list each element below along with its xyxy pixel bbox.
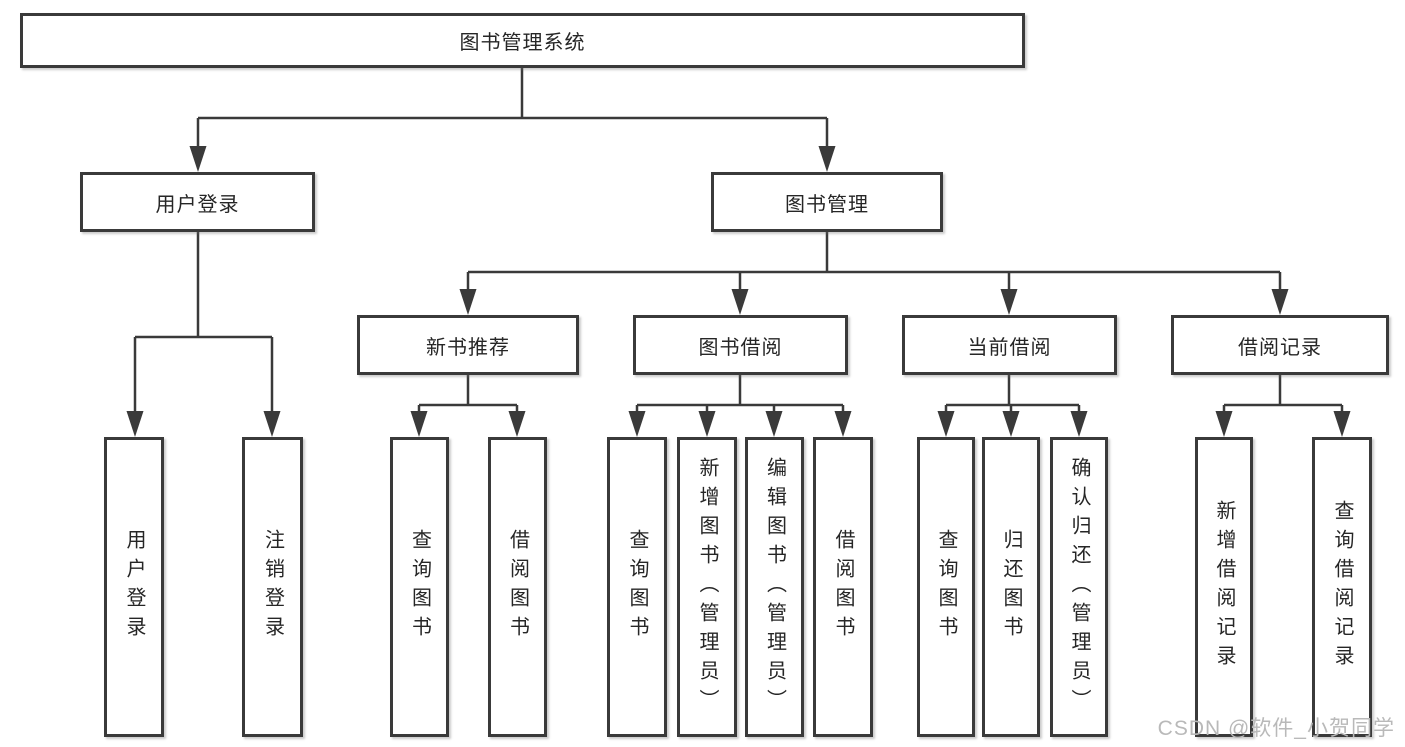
node-new-book-recommend-label: 新书推荐 [426, 336, 510, 359]
connector-new-book-recommend [417, 375, 519, 414]
connector-lines [133, 68, 1344, 414]
node-leaf-bb-add-books-admin-label: 新增图书（管理员） [696, 456, 718, 718]
node-leaf-cb-query-books: 查询图书 [917, 437, 975, 737]
node-book-management-label: 图书管理 [785, 193, 869, 216]
arrowhead-icon [459, 289, 477, 315]
connector-book-borrow [635, 375, 845, 414]
node-leaf-bb-edit-books-admin: 编辑图书（管理员） [745, 437, 804, 737]
arrowhead-icon [1070, 411, 1088, 437]
arrowhead-icon [834, 411, 852, 437]
node-leaf-bb-query-books: 查询图书 [607, 437, 667, 737]
arrowhead-icon [189, 146, 207, 172]
node-leaf-cb-confirm-return-admin: 确认归还（管理员） [1050, 437, 1108, 737]
node-leaf-nbr-borrow-books-label: 借阅图书 [506, 529, 529, 645]
node-book-borrow-label: 图书借阅 [698, 336, 783, 359]
arrowhead-icon [818, 146, 836, 172]
connector-borrow-records [1222, 375, 1344, 414]
node-leaf-logout-label: 注销登录 [261, 529, 284, 645]
connector-current-borrow [944, 375, 1081, 414]
node-leaf-nbr-query-books: 查询图书 [390, 437, 449, 737]
arrowhead-icon [410, 411, 428, 437]
node-leaf-user-login: 用户登录 [104, 437, 164, 737]
node-leaf-logout: 注销登录 [242, 437, 303, 737]
node-borrow-records: 借阅记录 [1171, 315, 1389, 375]
node-leaf-cb-return-books: 归还图书 [982, 437, 1040, 737]
csdn-watermark: CSDN @软件_小贺同学 [1157, 717, 1395, 740]
node-book-borrow: 图书借阅 [633, 315, 848, 375]
node-leaf-bb-add-books-admin: 新增图书（管理员） [677, 437, 737, 737]
node-leaf-user-login-label: 用户登录 [123, 529, 145, 645]
arrowhead-icon [731, 289, 749, 315]
node-leaf-bb-borrow-books: 借阅图书 [813, 437, 873, 737]
node-leaf-cb-query-books-label: 查询图书 [935, 529, 957, 645]
node-leaf-br-add-record-label: 新增借阅记录 [1213, 500, 1235, 674]
connector-book-mgmt [466, 232, 1282, 292]
node-leaf-cb-return-books-label: 归还图书 [1000, 529, 1022, 645]
arrowheads [126, 146, 1351, 437]
node-leaf-br-query-record: 查询借阅记录 [1312, 437, 1372, 737]
node-new-book-recommend: 新书推荐 [357, 315, 579, 375]
node-leaf-nbr-borrow-books: 借阅图书 [488, 437, 547, 737]
node-root-label: 图书管理系统 [459, 32, 586, 54]
node-user-login: 用户登录 [80, 172, 315, 232]
node-user-login-label: 用户登录 [155, 193, 240, 216]
arrowhead-icon [1000, 289, 1018, 315]
node-leaf-bb-borrow-books-label: 借阅图书 [832, 529, 854, 645]
node-leaf-br-query-record-label: 查询借阅记录 [1331, 500, 1353, 674]
arrowhead-icon [1215, 411, 1233, 437]
node-book-management: 图书管理 [711, 172, 943, 232]
arrowhead-icon [1271, 289, 1289, 315]
arrowhead-icon [126, 411, 144, 437]
arrowhead-icon [508, 411, 526, 437]
node-leaf-bb-edit-books-admin-label: 编辑图书（管理员） [763, 456, 786, 718]
node-leaf-bb-query-books-label: 查询图书 [626, 529, 648, 645]
arrowhead-icon [628, 411, 646, 437]
node-root: 图书管理系统 [20, 13, 1025, 68]
arrowhead-icon [698, 411, 716, 437]
connector-root [196, 68, 829, 150]
node-leaf-br-add-record: 新增借阅记录 [1195, 437, 1253, 737]
arrowhead-icon [263, 411, 281, 437]
arrowhead-icon [1333, 411, 1351, 437]
connector-user-login [133, 232, 274, 414]
arrowhead-icon [765, 411, 783, 437]
node-borrow-records-label: 借阅记录 [1238, 336, 1322, 359]
node-leaf-cb-confirm-return-admin-label: 确认归还（管理员） [1068, 456, 1090, 718]
arrowhead-icon [937, 411, 955, 437]
node-leaf-nbr-query-books-label: 查询图书 [408, 529, 431, 645]
node-current-borrow-label: 当前借阅 [967, 336, 1052, 359]
node-current-borrow: 当前借阅 [902, 315, 1117, 375]
arrowhead-icon [1002, 411, 1020, 437]
